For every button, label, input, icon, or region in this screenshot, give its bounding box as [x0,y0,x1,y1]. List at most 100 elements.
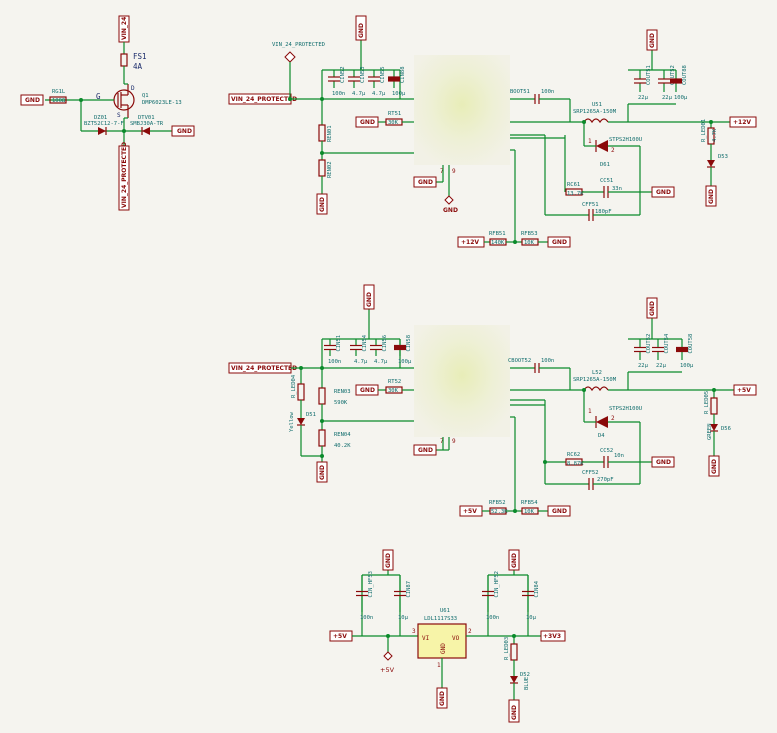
ldo-value: LDL1117S33 [424,616,457,622]
ren04-resistor[interactable] [318,429,326,447]
inductor-5v[interactable] [583,386,609,392]
ren02-ref: REN02 [327,161,333,178]
gnd-port-led5[interactable] [708,455,720,477]
ren01-resistor[interactable] [318,124,326,142]
cinldo-ref-1: CIN87 [406,581,412,598]
cc51-value: 33n [612,186,622,192]
gate-resistor[interactable] [49,96,67,104]
rc62-ref: RC62 [567,452,580,458]
gnd-port-cc5[interactable] [651,456,675,468]
vin24p-port-input[interactable] [118,145,130,211]
coutldo-value-1: 10µ [526,615,537,621]
gnd-port-ic5[interactable] [413,444,437,456]
rc61-value: 13.7K [567,191,584,197]
zener-dz01[interactable] [98,127,106,135]
tvs-dtv01[interactable] [142,127,150,135]
coutldo-cap-0[interactable]: CIN_HF52 100n [482,571,500,621]
gnd-port-gate[interactable] [20,94,44,106]
rfb54-value: 10K [524,509,535,515]
d4-pin1: 1 [588,408,592,415]
coutldo-value-0: 100n [486,615,499,621]
gnd-port-fb12[interactable] [547,236,571,248]
led-d51[interactable] [297,418,305,425]
mosfet-q1[interactable] [113,89,135,111]
diode-d61[interactable] [596,140,608,152]
gnd-label-cc12: GND [656,189,671,196]
gnd-port-cin5[interactable] [363,284,375,310]
cout12-ref-0: COUT51 [646,65,652,85]
gnd-port-ren5[interactable] [316,461,328,483]
buck-ic-12v[interactable] [414,55,510,165]
gnd-port-ldoout[interactable] [508,549,520,571]
cc52-value: 10n [614,453,624,459]
led-d56[interactable] [710,424,718,431]
gnd-port-ren12[interactable] [316,193,328,215]
p5-flag-ldo [383,651,393,661]
cout5-ref-2: COUT58 [688,334,694,354]
cin5-ref-1: CIN54 [362,334,368,351]
vin24p-label-5: VIN_24_PROTECTED [231,365,297,372]
ren02-resistor[interactable] [318,159,326,177]
gnd-label-tvs: GND [177,128,192,135]
ren03-ref: REN03 [334,389,351,395]
diode-d4[interactable] [596,416,608,428]
p5-port-out[interactable] [733,384,757,396]
ren03-resistor[interactable] [318,387,326,405]
r-led04[interactable] [297,383,305,401]
gnd-port-tvs[interactable] [171,125,195,137]
gnd-port-ldoin[interactable] [382,549,394,571]
gnd-label-ic5: GND [418,447,433,454]
d61-pin1: 1 [588,138,592,145]
coutldo-ref-0: CIN_HF52 [494,571,500,598]
gnd-port-fb5[interactable] [547,505,571,517]
rfb52-value: 52.3K [491,509,508,515]
led-d53[interactable] [707,160,715,167]
gnd-port-cout12[interactable] [646,29,658,51]
d61-ref: D61 [600,162,610,168]
ldo-gnd: GND [440,643,447,654]
inductor-12v[interactable] [583,118,609,124]
r-led04-ref: R_LED04 [291,374,297,398]
d51-color: Yellow [289,411,295,432]
gnd-port-ic12[interactable] [413,176,437,188]
cout12-value-1: 22µ [662,95,673,101]
gnd-port-led12[interactable] [705,185,717,207]
r-led03[interactable] [510,643,518,661]
gnd-port-cout5[interactable] [646,297,658,319]
r-led05[interactable] [710,397,718,415]
gnd-port-led33[interactable] [508,699,520,723]
led-d52[interactable] [510,676,518,683]
d56-color: GREEN [707,423,713,440]
gate-resistor-value: 100Ω [52,98,66,104]
gnd-port-cc12[interactable] [651,186,675,198]
gnd-port-cin12[interactable] [355,15,367,41]
cff51-value: 180pF [595,209,612,215]
ldo-u61[interactable] [417,623,467,659]
p12-port-out[interactable] [729,116,757,128]
mosfet-source-pin: S [117,112,121,119]
cin5-ref-0: CIN51 [336,335,342,352]
fuse[interactable] [120,53,128,67]
p33-port-out[interactable] [540,630,566,642]
buck-ic-5v[interactable] [414,325,510,437]
gnd-port-ldo[interactable] [436,687,448,709]
gnd-label-ldoin: GND [385,553,392,568]
